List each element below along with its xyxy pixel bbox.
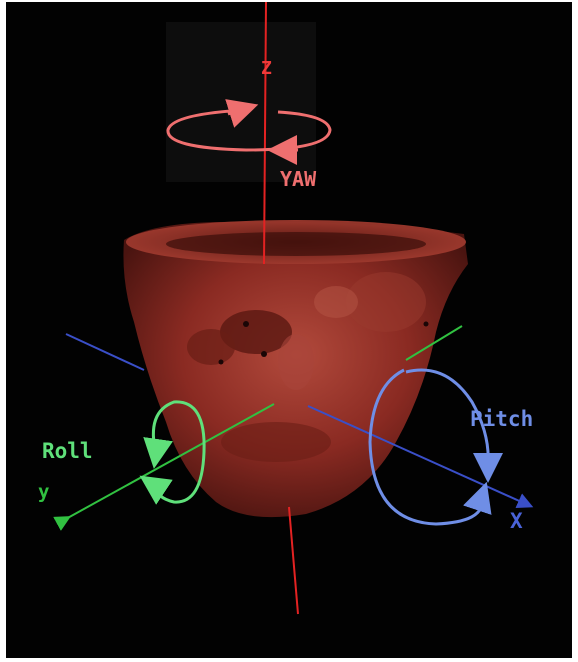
yaw-label: YAW <box>280 167 317 191</box>
x-axis-back <box>66 334 144 370</box>
z-axis-label: Z <box>261 58 272 79</box>
rotation-axes-diagram: Z YAW Roll y Pitch X <box>6 2 572 658</box>
head-volume-icon <box>123 220 468 517</box>
render-viewport: Z YAW Roll y Pitch X <box>6 2 572 658</box>
pitch-label: Pitch <box>470 407 533 431</box>
x-axis-label: X <box>510 509 523 533</box>
roll-label: Roll <box>42 439 93 463</box>
z-axis-lower <box>289 507 298 614</box>
y-axis-label: y <box>38 481 49 503</box>
background-noise <box>166 22 316 182</box>
